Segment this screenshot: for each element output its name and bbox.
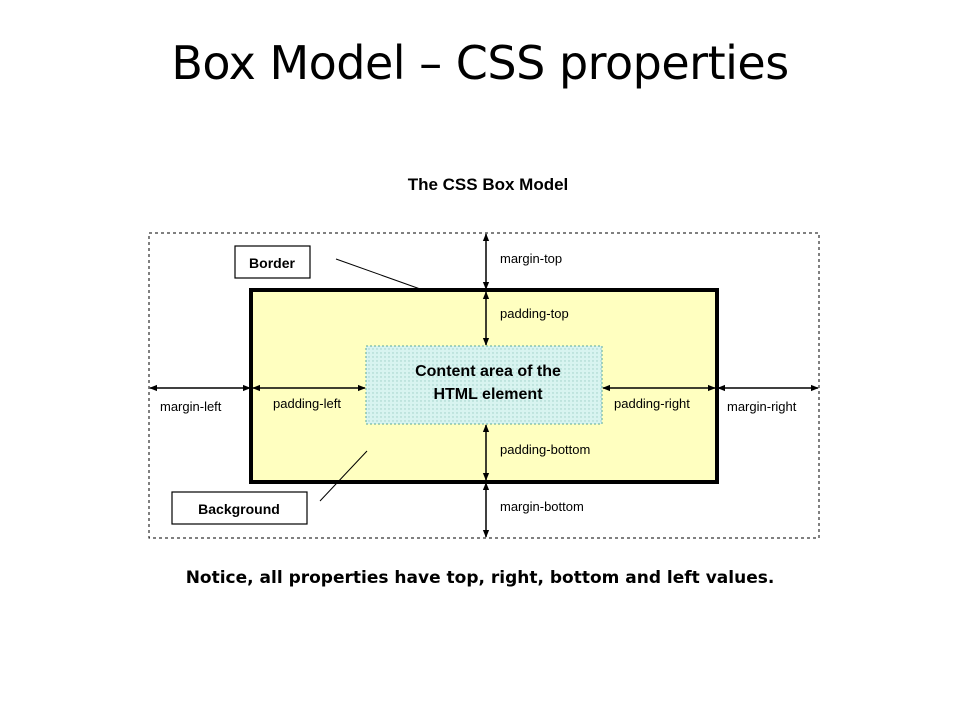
slide-title: Box Model – CSS properties [171, 36, 789, 90]
footnote: Notice, all properties have top, right, … [185, 568, 775, 588]
background-callout: Background [171, 450, 368, 525]
content-area [365, 345, 603, 425]
padding-bottom-label: padding-bottom [500, 442, 590, 457]
margin-left-label: margin-left [160, 399, 222, 414]
border-callout: Border [234, 245, 424, 291]
padding-left-label: padding-left [273, 396, 341, 411]
border-callout-label: Border [249, 255, 295, 271]
margin-outline [148, 232, 820, 539]
background-callout-label: Background [198, 501, 280, 517]
margin-right-label: margin-right [727, 399, 797, 414]
padding-top-label: padding-top [500, 306, 569, 321]
content-area-label-1: Content area of the [415, 363, 561, 380]
padding-right-label: padding-right [614, 396, 690, 411]
margin-bottom-label: margin-bottom [500, 499, 584, 514]
margin-top-label: margin-top [500, 251, 562, 266]
diagram-title: The CSS Box Model [408, 175, 569, 194]
content-area-label-2: HTML element [433, 386, 543, 403]
